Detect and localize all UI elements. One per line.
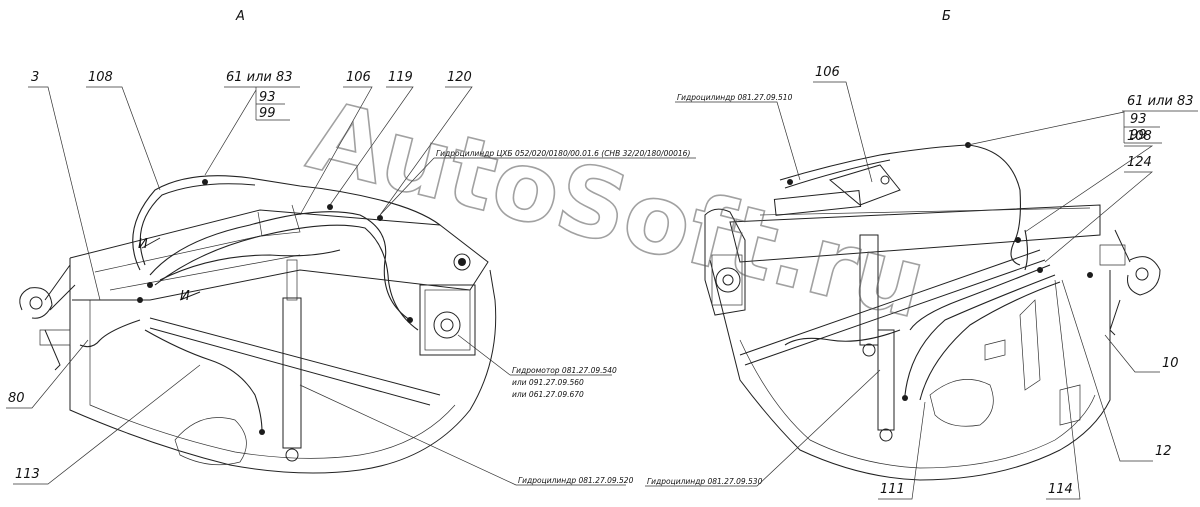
cylinder-top-right bbox=[773, 164, 901, 216]
section-mark-left-1: И bbox=[138, 237, 148, 252]
frame-inner-right bbox=[739, 339, 1096, 469]
label-99-right: 99 bbox=[1130, 128, 1147, 143]
label-12: 12 bbox=[1155, 444, 1172, 459]
note-motor-2: или 091.27.09.560 bbox=[512, 378, 584, 387]
label-106-left: 106 bbox=[346, 70, 371, 85]
frame-outline-right bbox=[709, 259, 1111, 481]
label-3: 3 bbox=[31, 70, 39, 85]
diagonal-rod-left bbox=[149, 317, 441, 406]
label-111: 111 bbox=[880, 482, 905, 497]
diagonal-rod-right bbox=[739, 249, 1046, 366]
section-mark-left-2: И bbox=[180, 289, 190, 304]
label-108-right: 108 bbox=[1127, 129, 1152, 144]
label-119: 119 bbox=[388, 70, 413, 85]
note-motor-1: Гидромотор 081.27.09.540 bbox=[512, 366, 617, 375]
hose-106-right bbox=[779, 144, 1021, 241]
hose-113-left bbox=[144, 329, 263, 433]
frame-inner-left bbox=[89, 300, 456, 459]
note-cyl-bottom-left: Гидроцилиндр 081.27.09.520 bbox=[518, 476, 634, 485]
frame-outline-left bbox=[69, 258, 497, 474]
label-106-right: 106 bbox=[815, 65, 840, 80]
cylinder-right-2 bbox=[877, 329, 895, 431]
note-cyl-top-right: Гидроцилиндр 081.27.09.510 bbox=[677, 93, 793, 102]
note-motor-3: или 061.27.09.670 bbox=[512, 390, 584, 399]
label-93-left: 93 bbox=[259, 90, 276, 105]
cylinder-right-1 bbox=[859, 234, 879, 346]
hitch-hook-left bbox=[19, 264, 76, 371]
label-114: 114 bbox=[1048, 482, 1073, 497]
view-a bbox=[19, 175, 497, 474]
label-93-right: 93 bbox=[1130, 112, 1147, 127]
cylinder-left bbox=[282, 297, 302, 449]
label-61-right: 61 или 83 bbox=[1127, 94, 1194, 109]
note-cyl-bottom-right: Гидроцилиндр 081.27.09.530 bbox=[647, 477, 763, 486]
view-title-b: Б bbox=[942, 9, 951, 24]
label-113: 113 bbox=[15, 467, 40, 482]
label-61-left: 61 или 83 bbox=[226, 70, 293, 85]
label-10: 10 bbox=[1162, 356, 1179, 371]
label-99-left: 99 bbox=[259, 106, 276, 121]
note-cyl-top-left: Гидроцилиндр ЦХБ 052/020/0180/00.01.6 (С… bbox=[436, 149, 690, 158]
label-108-left: 108 bbox=[88, 70, 113, 85]
hose-108-left bbox=[132, 175, 441, 271]
label-120: 120 bbox=[447, 70, 472, 85]
label-124: 124 bbox=[1127, 155, 1152, 170]
hydraulic-motor-left bbox=[419, 253, 476, 356]
view-b bbox=[704, 142, 1161, 481]
labels-view-b: Б 106 61 или 83 93 99 108 124 10 12 111 … bbox=[645, 9, 1198, 500]
beam-left bbox=[69, 209, 489, 301]
hitch-hook-right bbox=[1099, 229, 1161, 336]
end-bracket-right bbox=[704, 208, 746, 316]
labels-view-a: А 3 108 61 или 83 93 99 106 119 120 80 1… bbox=[6, 9, 696, 486]
view-title-a: А bbox=[235, 9, 245, 24]
label-80: 80 bbox=[8, 391, 25, 406]
